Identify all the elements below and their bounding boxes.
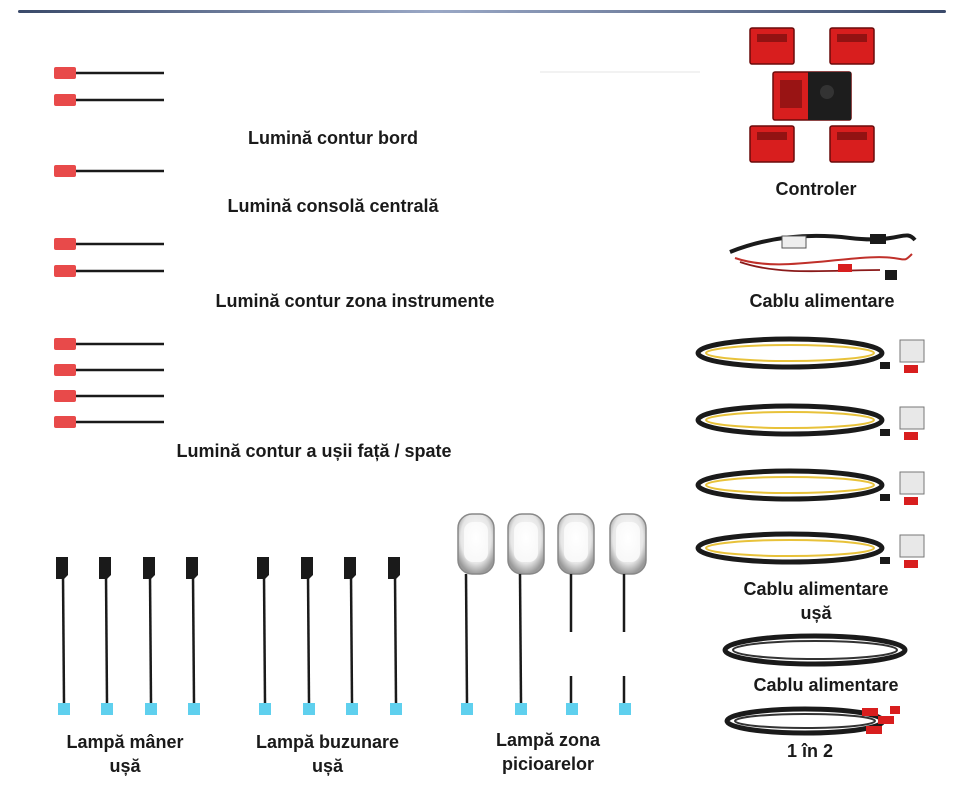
lamp-icon [457,513,495,715]
lamp-icon [99,557,113,715]
connector-icon [54,265,76,277]
connector-icon [54,390,76,402]
label-power-cable: Cablu alimentare [749,291,895,311]
label-pocket-line1: Lampă buzunare [255,732,400,752]
connector-icon [54,67,76,79]
label-controller: Controler [775,179,857,199]
lamp-icon [301,557,315,715]
lamp-icon [56,557,70,715]
wire-harness-icon [695,531,925,568]
wire-harness-icon [724,706,900,736]
label-one-in-two: 1 în 2 [786,741,834,761]
led-strip-icon [54,165,698,180]
connector-icon [54,94,76,106]
label-handle-line1: Lampă mâner [66,732,184,752]
led-strip-icon [54,416,620,432]
label-door-cable-line1: Cablu alimentare [743,579,889,599]
wire-harness-icon [695,336,925,373]
controller-module-icon [749,27,875,163]
lamp-icon [388,557,402,715]
label-pocket-line2: ușă [311,756,344,776]
wire-harness-icon [695,468,925,505]
lamp-icon [557,513,595,715]
label-foot-line1: Lampă zona [495,730,601,750]
lamp-icon [344,557,358,715]
wire-harness-icon [695,403,925,440]
wire-harness-icon [722,633,908,667]
label-instruments: Lumină contur zona instrumente [215,291,495,311]
label-power-cable-2: Cablu alimentare [753,675,899,695]
led-strip-icon [54,67,700,84]
led-strip-icon [54,390,620,406]
label-handle-line2: ușă [109,756,141,776]
top-frame-line [18,10,946,13]
led-strip-icon [54,94,476,110]
lamp-icon [507,513,545,715]
led-strip-icon [54,238,698,253]
connector-icon [54,165,76,177]
label-foot-line2: picioarelor [501,754,595,774]
lamp-icon [609,513,647,715]
wire-harness-icon [729,233,917,280]
label-door-cable-line2: ușă [800,603,832,623]
connector-icon [54,416,76,428]
lamp-icon [257,557,271,715]
led-strip-icon [54,338,620,354]
connector-icon [54,364,76,376]
label-door: Lumină contur a ușii față / spate [176,441,452,461]
lamp-icon [143,557,157,715]
label-dashboard: Lumină contur bord [248,128,418,148]
label-console: Lumină consolă centrală [227,196,439,216]
led-strip-icon [54,364,620,380]
led-strip-icon [54,265,698,279]
lamp-icon [186,557,200,715]
connector-icon [54,338,76,350]
connector-icon [54,238,76,250]
